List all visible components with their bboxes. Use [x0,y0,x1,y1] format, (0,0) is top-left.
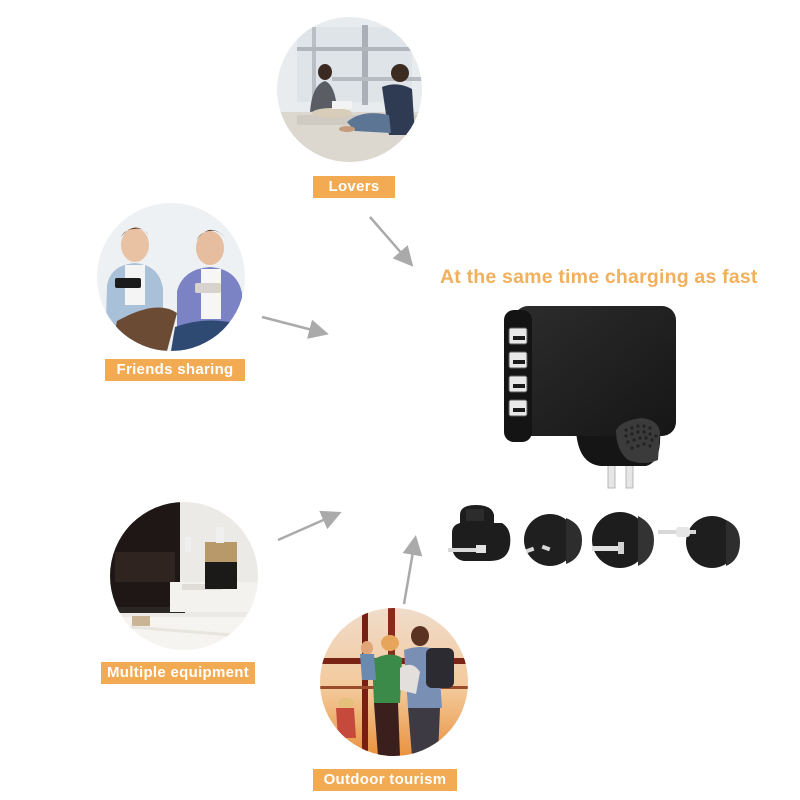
arrow-from-outdoor-tourism [402,535,423,605]
arrow-from-lovers [369,216,414,267]
headline: At the same time charging as fast [440,266,758,288]
label-lovers: Lovers [313,176,395,198]
label-multiple-equipment: Multiple equipment [101,662,255,684]
adapter-us-plug [590,508,656,570]
usb-charger-product [496,302,680,494]
adapter-uk-plug [446,503,518,565]
outdoor-tourism-photo [320,608,468,756]
label-outdoor-tourism: Outdoor tourism [313,769,457,791]
adapter-au-plug [522,510,584,568]
arrow-from-multiple-equipment [277,510,342,542]
label-friends-sharing: Friends sharing [105,359,245,381]
friends-sharing-photo [97,203,245,351]
adapter-eu-plug [656,512,742,570]
arrow-from-friends-sharing [261,315,329,339]
